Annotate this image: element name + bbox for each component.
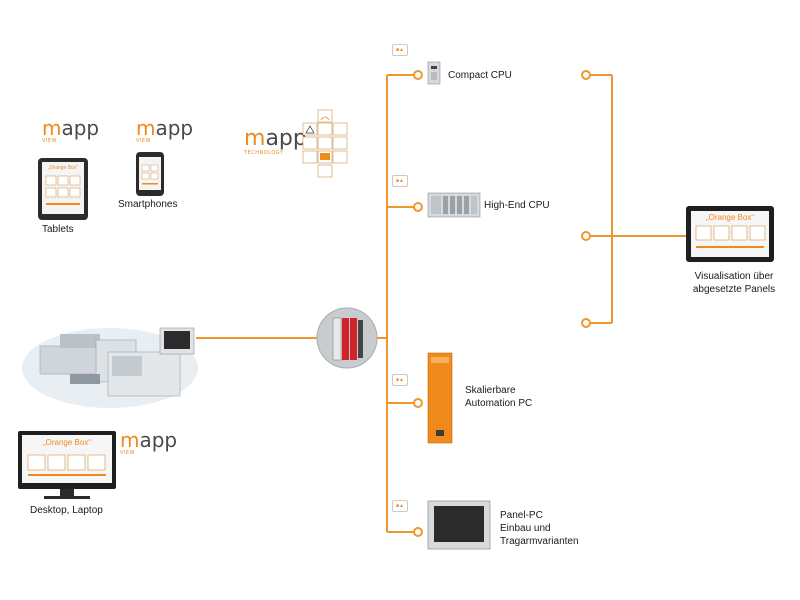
port-apc xyxy=(413,398,423,408)
wifi-icon xyxy=(320,116,330,121)
desktop-orange-box-title: „Orange Box“ xyxy=(42,438,92,447)
mapp-technology-logo: mapp TECHNOLOGY xyxy=(244,126,307,156)
panel-pc-label-1: Panel-PC xyxy=(500,510,543,521)
port-panel-1 xyxy=(581,70,591,80)
tile-badge-icon: ■▲ xyxy=(392,374,408,386)
tablets-label: Tablets xyxy=(42,224,74,235)
port-highend xyxy=(413,202,423,212)
tile-badge-icon: ■▲ xyxy=(392,44,408,56)
panel-pc-label-3: Tragarmvarianten xyxy=(500,536,579,547)
remote-panel-label-1: Visualisation über xyxy=(694,271,774,282)
mapp-view-logo-smartphones: mapp VIEW xyxy=(136,116,194,144)
tablet-orange-box-title: „Orange Box“ xyxy=(47,165,78,171)
port-panel-3 xyxy=(581,318,591,328)
warning-icon xyxy=(305,125,315,134)
remote-panel-label-2: abgesetzte Panels xyxy=(692,284,776,295)
automation-pc-label-1: Skalierbare xyxy=(465,385,516,396)
high-end-cpu-label: High-End CPU xyxy=(484,200,550,211)
desktop-laptop-label: Desktop, Laptop xyxy=(30,505,103,516)
automation-pc-label-2: Automation PC xyxy=(465,398,533,409)
compact-cpu-label: Compact CPU xyxy=(448,70,512,81)
mapp-view-logo-tablets: mapp VIEW xyxy=(42,116,100,144)
port-panel-2 xyxy=(581,231,591,241)
remote-panel-orange-box-title: „Orange Box“ xyxy=(705,213,755,222)
port-compact xyxy=(413,70,423,80)
tile-badge-icon: ■▲ xyxy=(392,175,408,187)
panel-pc-label-2: Einbau und xyxy=(500,523,551,534)
port-panelpc xyxy=(413,527,423,537)
mapp-view-logo-desktop: mapp VIEW xyxy=(120,428,178,456)
smartphones-label: Smartphones xyxy=(118,199,178,210)
tile-badge-icon: ■▲ xyxy=(392,500,408,512)
